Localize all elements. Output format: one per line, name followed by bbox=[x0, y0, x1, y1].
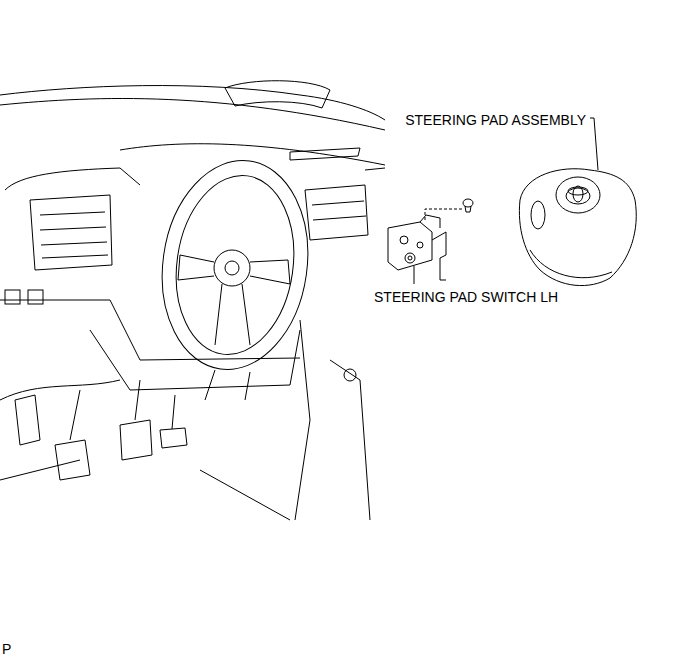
dashboard bbox=[312, 201, 366, 220]
steering-wheel bbox=[250, 260, 290, 284]
steering-wheel bbox=[178, 255, 214, 280]
pedals bbox=[55, 440, 90, 480]
steering-pad-assembly bbox=[531, 201, 545, 229]
label-holder: P bbox=[2, 640, 11, 658]
part-label: STEERING PAD SWITCH LH bbox=[374, 289, 558, 305]
steering-pad-assembly bbox=[568, 187, 588, 195]
dashboard bbox=[0, 98, 385, 130]
steering-wheel bbox=[205, 370, 250, 400]
steering-pad-switch bbox=[388, 215, 446, 280]
dashboard bbox=[5, 168, 140, 190]
pedals bbox=[172, 395, 175, 429]
dashboard bbox=[330, 360, 370, 520]
steering-pad-switch bbox=[400, 236, 408, 244]
label-holder: STEERING PAD ASSEMBLY bbox=[405, 111, 586, 129]
steering-wheel bbox=[149, 151, 321, 379]
leader-line bbox=[414, 266, 415, 284]
leader-line bbox=[590, 118, 598, 170]
screw bbox=[425, 199, 473, 222]
pedals bbox=[135, 380, 140, 420]
steering-pad-assembly bbox=[556, 177, 600, 213]
dashboard bbox=[0, 380, 120, 400]
label-holder: STEERING PAD SWITCH LH bbox=[374, 288, 558, 306]
dashboard bbox=[5, 290, 20, 304]
steering-pad-switch bbox=[388, 222, 432, 270]
pedals bbox=[70, 390, 80, 440]
dashboard bbox=[0, 460, 290, 520]
dashboard bbox=[90, 330, 300, 390]
dashboard bbox=[0, 300, 300, 360]
dashboard bbox=[295, 320, 310, 520]
steering-pad-switch bbox=[417, 242, 423, 248]
screw bbox=[463, 199, 473, 207]
steering-pad-assembly bbox=[573, 186, 583, 202]
steering-wheel bbox=[165, 168, 305, 362]
screw bbox=[465, 206, 471, 212]
dashboard bbox=[344, 369, 356, 381]
steering-wheel bbox=[214, 250, 250, 286]
part-label: P bbox=[2, 641, 11, 657]
dashboard bbox=[365, 168, 385, 170]
pedals bbox=[160, 428, 187, 448]
leader-line bbox=[414, 118, 598, 284]
pedals bbox=[15, 395, 40, 445]
steering-pad-switch bbox=[405, 253, 415, 263]
dashboard bbox=[28, 290, 43, 304]
steering-pad-assembly bbox=[519, 169, 636, 286]
steering-pad-assembly bbox=[519, 169, 636, 286]
steering-pad-switch bbox=[432, 232, 446, 280]
steering-pad-switch bbox=[420, 215, 440, 228]
steering-wheel bbox=[225, 261, 239, 275]
pedals bbox=[15, 380, 187, 480]
dashboard bbox=[0, 81, 385, 520]
dashboard bbox=[30, 195, 112, 270]
steering-wheel bbox=[149, 151, 321, 400]
steering-pad-assembly bbox=[530, 250, 612, 278]
dashboard bbox=[0, 86, 385, 120]
screw bbox=[425, 209, 462, 222]
part-label: STEERING PAD ASSEMBLY bbox=[405, 112, 586, 128]
dashboard bbox=[305, 185, 368, 240]
steering-pad-switch bbox=[408, 256, 412, 260]
steering-wheel bbox=[215, 284, 250, 345]
pedals bbox=[120, 420, 152, 460]
dashboard bbox=[225, 81, 330, 108]
dashboard bbox=[40, 212, 108, 258]
